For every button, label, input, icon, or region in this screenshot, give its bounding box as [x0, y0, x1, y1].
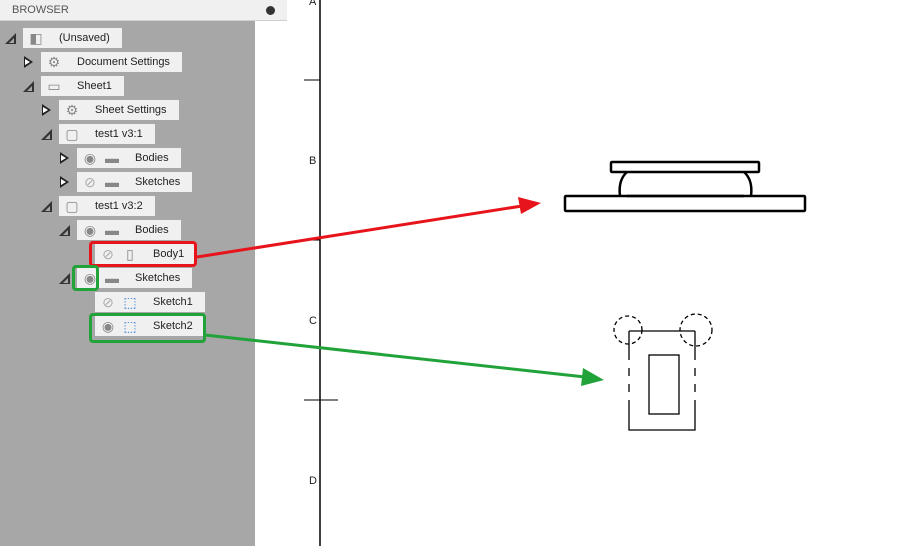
folder-icon: ▬: [105, 174, 119, 190]
tree-item-label: Sketch2: [153, 320, 193, 332]
tree-node[interactable]: ◉ ▬ Bodies: [77, 220, 181, 240]
collapsed-triangle-icon[interactable]: [23, 56, 35, 68]
tree-item-label: test1 v3:1: [95, 128, 143, 140]
document-icon: ◧: [29, 29, 43, 46]
collapsed-triangle-icon[interactable]: [59, 176, 71, 188]
tree-item[interactable]: ⚙ Document Settings: [23, 52, 182, 72]
tree-item-label: Sheet Settings: [95, 104, 167, 116]
tree-item[interactable]: ▢ test1 v3:1: [41, 124, 155, 144]
tree-node[interactable]: ⊘ ⬚ Sketch1: [95, 292, 205, 312]
tree-item-label: Sheet1: [77, 80, 112, 92]
sketch-icon: ⬚: [123, 293, 137, 310]
expanded-triangle-icon[interactable]: [23, 80, 35, 92]
zone-label-c: C: [309, 315, 317, 327]
tree-node[interactable]: ⚙ Document Settings: [41, 52, 182, 72]
tree-node[interactable]: ◉ ⬚ Sketch2: [95, 316, 205, 336]
tree-item-label: Sketches: [135, 272, 181, 284]
tree-item[interactable]: ◉ ▬ Bodies: [59, 220, 181, 240]
eye-icon[interactable]: ◉: [101, 317, 115, 334]
zone-label-b: B: [309, 155, 317, 167]
tree-node[interactable]: ▭ Sheet1: [41, 76, 124, 96]
collapse-panel-icon[interactable]: [266, 6, 275, 15]
tree-item-label: (Unsaved): [59, 32, 110, 44]
tree-node[interactable]: ⊘ ▬ Sketches: [77, 172, 193, 192]
component-icon: ▢: [65, 125, 79, 142]
folder-icon: ▬: [105, 270, 119, 286]
tree-node[interactable]: ⊘ ▯ Body1: [95, 244, 197, 264]
eye-icon[interactable]: ◉: [83, 149, 97, 166]
tree-item[interactable]: ⚙ Sheet Settings: [41, 100, 179, 120]
tree-item[interactable]: ◉ ⬚ Sketch2: [77, 316, 205, 336]
highlight-sketch2: [89, 313, 206, 343]
tree-item-label: Sketch1: [153, 296, 193, 308]
tree-item[interactable]: ⊘ ▯ Body1: [77, 244, 197, 264]
folder-icon: ▬: [105, 222, 119, 238]
eye-hidden-icon[interactable]: ⊘: [102, 293, 114, 310]
tree-node[interactable]: ▢ test1 v3:2: [59, 196, 155, 216]
expanded-triangle-icon[interactable]: [41, 200, 53, 212]
eye-icon[interactable]: ◉: [83, 269, 97, 286]
eye-hidden-icon[interactable]: ⊘: [84, 173, 96, 190]
tree-node[interactable]: ▢ test1 v3:1: [59, 124, 155, 144]
tree-item[interactable]: ◧ (Unsaved): [5, 28, 122, 48]
tree-item-label: Bodies: [135, 152, 169, 164]
expanded-triangle-icon[interactable]: [5, 32, 17, 44]
folder-icon: ▬: [105, 150, 119, 166]
tree-item-label: Bodies: [135, 224, 169, 236]
sheet-icon: ▭: [47, 77, 61, 94]
zone-label-d: D: [309, 475, 317, 487]
browser-title: BROWSER: [12, 4, 69, 16]
tree-item[interactable]: ⊘ ⬚ Sketch1: [77, 292, 205, 312]
tree-item[interactable]: ⊘ ▬ Sketches: [59, 172, 193, 192]
tree-item[interactable]: ◉ ▬ Sketches: [59, 268, 193, 288]
eye-icon[interactable]: ◉: [83, 221, 97, 238]
collapsed-triangle-icon[interactable]: [41, 104, 53, 116]
sketch-icon: ⬚: [123, 317, 137, 334]
body-icon: ▯: [126, 245, 134, 262]
gear-icon: ⚙: [47, 53, 61, 70]
front-view[interactable]: [563, 160, 807, 213]
tree-node[interactable]: ⚙ Sheet Settings: [59, 100, 179, 120]
eye-hidden-icon[interactable]: ⊘: [102, 245, 114, 262]
highlight-sketches-eye: [72, 265, 99, 291]
expanded-triangle-icon[interactable]: [59, 224, 71, 236]
tree-node[interactable]: ◧ (Unsaved): [23, 28, 122, 48]
tree-item[interactable]: ▢ test1 v3:2: [41, 196, 155, 216]
tree-item-label: test1 v3:2: [95, 200, 143, 212]
collapsed-triangle-icon[interactable]: [59, 152, 71, 164]
tree-item[interactable]: ▭ Sheet1: [23, 76, 124, 96]
zone-label-a: A: [309, 0, 317, 8]
tree-node[interactable]: ◉ ▬ Sketches: [77, 268, 193, 288]
green-arrow: [204, 333, 604, 386]
tree-item-label: Body1: [153, 248, 185, 260]
expanded-triangle-icon[interactable]: [41, 128, 53, 140]
red-arrow: [196, 197, 541, 259]
tree-item[interactable]: ◉ ▬ Bodies: [59, 148, 181, 168]
highlight-body1: [89, 241, 197, 267]
gear-icon: ⚙: [65, 101, 79, 118]
tree-item-label: Document Settings: [77, 56, 170, 68]
tree-item-label: Sketches: [135, 176, 181, 188]
browser-header: BROWSER: [0, 0, 287, 21]
tree-node[interactable]: ◉ ▬ Bodies: [77, 148, 181, 168]
expanded-triangle-icon[interactable]: [59, 272, 71, 284]
top-view[interactable]: [613, 313, 713, 431]
component-icon: ▢: [65, 197, 79, 214]
